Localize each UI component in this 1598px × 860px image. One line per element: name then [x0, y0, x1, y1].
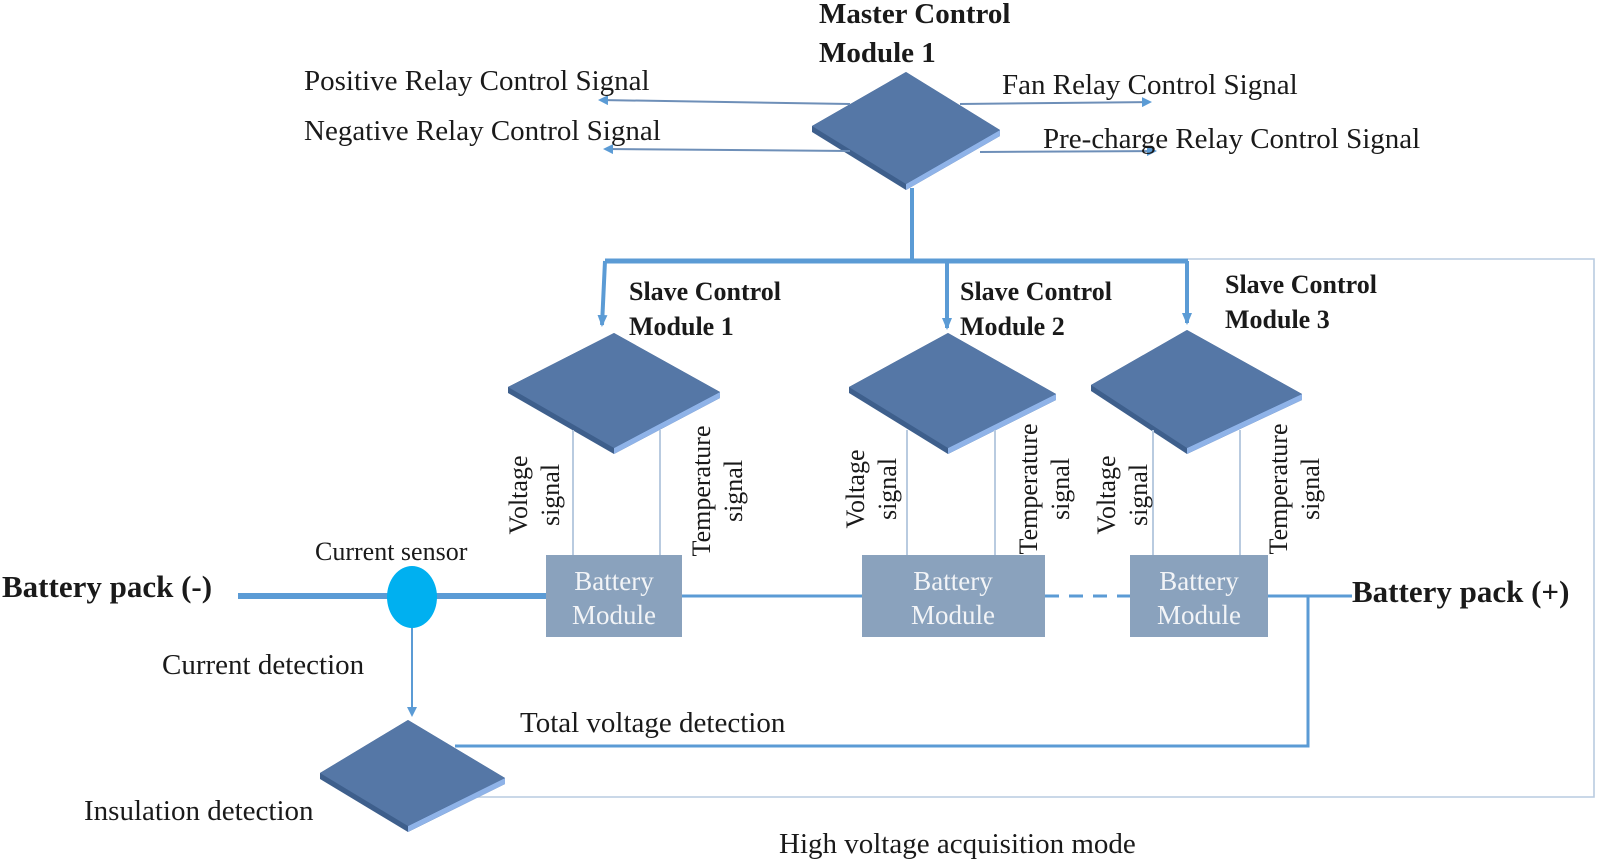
svg-text:signal: signal [873, 458, 902, 520]
slave-2-title-line1: Slave Control [960, 277, 1112, 306]
current-sensor-label: Current sensor [315, 537, 468, 566]
svg-text:Module: Module [911, 600, 995, 630]
battery-module-3: Battery Module [1130, 555, 1268, 637]
insulation-detection-label: Insulation detection [84, 795, 314, 827]
voltage-signal-label-1: Voltage signal [504, 456, 565, 535]
svg-text:Module: Module [1157, 600, 1241, 630]
precharge-relay-signal-label: Pre-charge Relay Control Signal [1043, 123, 1420, 155]
high-voltage-mode-label: High voltage acquisition mode [779, 828, 1136, 860]
slave-control-module-2 [849, 333, 1056, 454]
total-voltage-detection-label: Total voltage detection [520, 707, 786, 739]
svg-text:Voltage: Voltage [504, 456, 533, 535]
current-sensor-icon [387, 566, 437, 628]
svg-text:Battery: Battery [574, 566, 654, 596]
relay-signal-arrows [598, 95, 1157, 157]
svg-text:Battery: Battery [913, 566, 993, 596]
svg-text:signal: signal [1124, 464, 1153, 526]
master-control-module [812, 72, 1000, 190]
temperature-signal-label-2: Temperature signal [1014, 424, 1075, 555]
slave-2-title-line2: Module 2 [960, 312, 1065, 341]
power-line [238, 593, 1352, 748]
battery-module-1: Battery Module [546, 555, 682, 637]
master-title-line1: Master Control [819, 0, 1010, 30]
svg-text:Voltage: Voltage [1092, 456, 1121, 535]
battery-pack-negative-label: Battery pack (-) [2, 569, 212, 604]
svg-text:Module: Module [572, 600, 656, 630]
slave-control-module-3 [1091, 330, 1302, 454]
svg-text:Temperature: Temperature [1264, 424, 1293, 555]
slave-control-module-1 [508, 333, 720, 454]
temperature-signal-label-1: Temperature signal [687, 426, 748, 557]
svg-text:Temperature: Temperature [1014, 424, 1043, 555]
svg-text:signal: signal [536, 464, 565, 526]
svg-text:Voltage: Voltage [841, 450, 870, 529]
high-voltage-acquisition-loop [455, 258, 1595, 798]
insulation-detection-module [320, 720, 505, 832]
fan-relay-signal-label: Fan Relay Control Signal [1002, 69, 1298, 101]
battery-module-2: Battery Module [862, 555, 1045, 637]
current-detection-label: Current detection [162, 649, 365, 681]
voltage-signal-label-2: Voltage signal [841, 450, 902, 529]
temperature-signal-label-3: Temperature signal [1264, 424, 1325, 555]
slave-3-title-line2: Module 3 [1225, 305, 1330, 334]
negative-relay-signal-label: Negative Relay Control Signal [304, 115, 661, 147]
svg-text:Battery: Battery [1159, 566, 1239, 596]
svg-text:signal: signal [1046, 458, 1075, 520]
slave-1-title-line1: Slave Control [629, 277, 781, 306]
slave-1-title-line2: Module 1 [629, 312, 734, 341]
master-title-line2: Module 1 [819, 37, 936, 69]
control-bus [597, 188, 1192, 330]
battery-pack-positive-label: Battery pack (+) [1352, 574, 1569, 609]
positive-relay-signal-label: Positive Relay Control Signal [304, 65, 650, 97]
svg-text:Temperature: Temperature [687, 426, 716, 557]
voltage-signal-label-3: Voltage signal [1092, 456, 1153, 535]
svg-text:signal: signal [719, 460, 748, 522]
slave-3-title-line1: Slave Control [1225, 270, 1377, 299]
svg-text:signal: signal [1296, 458, 1325, 520]
signal-wires [572, 430, 1241, 555]
